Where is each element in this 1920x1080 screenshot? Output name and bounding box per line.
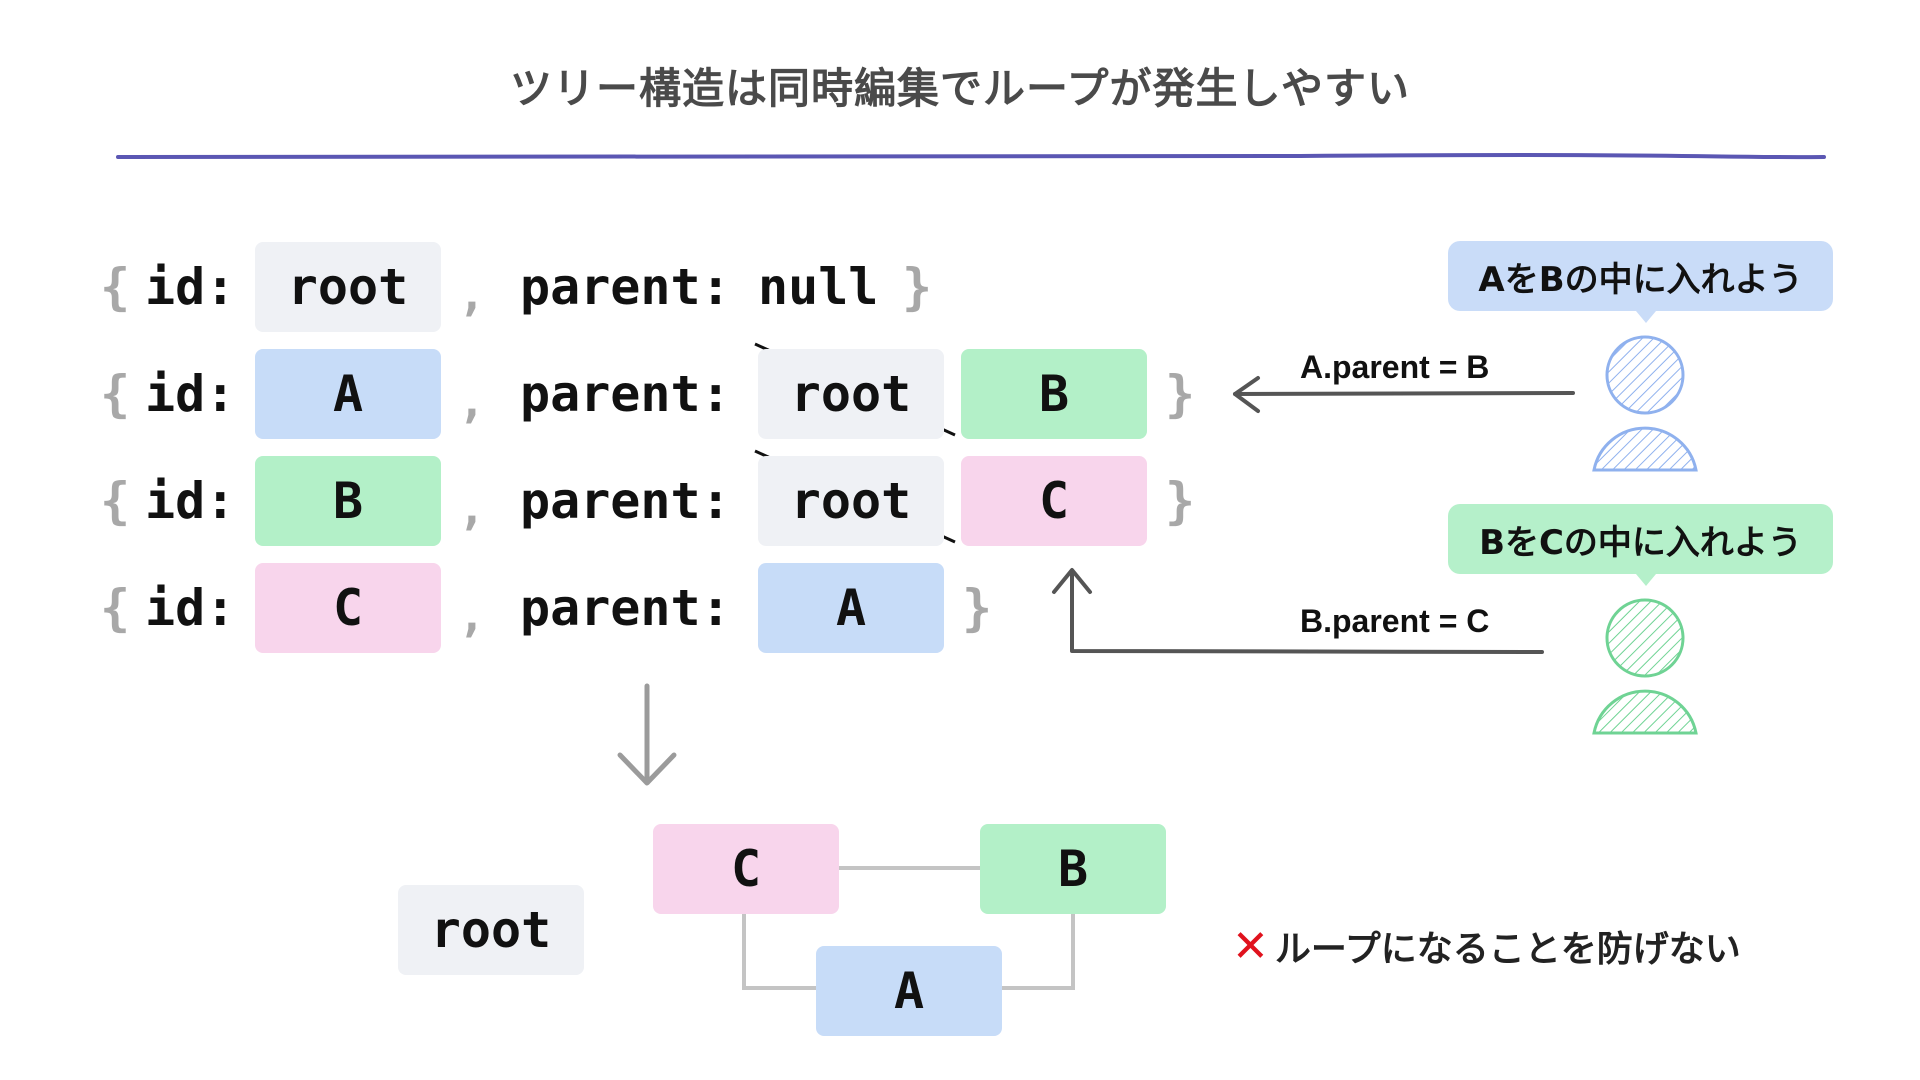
new-parent-chip-c: C [961, 456, 1147, 546]
parent-label: parent: [520, 579, 731, 637]
id-label: id: [145, 579, 236, 637]
close-brace: } [962, 579, 993, 637]
loop-link-c-a [742, 912, 816, 990]
open-brace: { [100, 258, 131, 316]
comma: , [458, 374, 486, 428]
loop-warning-text: ループになることを防げない [1274, 929, 1741, 970]
down-arrow-head [617, 752, 677, 786]
user-b-speech-bubble: BをCの中に入れよう [1448, 504, 1833, 586]
comma: , [458, 481, 486, 535]
result-node-b: B [980, 824, 1166, 914]
open-brace: { [100, 579, 131, 637]
id-chip-a: A [255, 349, 441, 439]
close-brace: } [1165, 365, 1196, 423]
comma: , [458, 267, 486, 321]
open-brace: { [100, 365, 131, 423]
close-brace: } [1165, 472, 1196, 530]
loop-link-b-a [1000, 912, 1075, 990]
parent-value-null: null [758, 258, 879, 316]
page-title: ツリー構造は同時編集でループが発生しやすい [509, 64, 1411, 113]
result-node-a: A [816, 946, 1002, 1036]
result-node-c: C [653, 824, 839, 914]
arrow-user-a [1233, 391, 1575, 396]
parent-label: parent: [520, 365, 731, 423]
user-a-avatar [1592, 335, 1698, 472]
id-label: id: [145, 472, 236, 530]
user-a-speech-bubble: AをBの中に入れよう [1448, 241, 1833, 323]
arrow-user-b-head [1052, 568, 1092, 594]
close-brace: } [902, 258, 933, 316]
arrow-user-b [1070, 570, 1544, 654]
result-node-root: root [398, 885, 584, 975]
cross-icon: ✕ [1232, 921, 1269, 972]
old-parent-chip-root: root [758, 456, 944, 546]
comma: , [458, 588, 486, 642]
id-chip-c: C [255, 563, 441, 653]
new-parent-chip-b: B [961, 349, 1147, 439]
user-a-action-label: A.parent = B [1300, 349, 1490, 385]
loop-warning: ✕ループになることを防げない [1232, 922, 1772, 972]
parent-label: parent: [520, 472, 731, 530]
open-brace: { [100, 472, 131, 530]
old-parent-chip-root: root [758, 349, 944, 439]
title-underline [116, 153, 1826, 160]
id-label: id: [145, 258, 236, 316]
user-b-action-label: B.parent = C [1300, 603, 1490, 639]
parent-chip-a: A [758, 563, 944, 653]
id-chip-root: root [255, 242, 441, 332]
arrow-user-a-head [1233, 376, 1260, 413]
id-label: id: [145, 365, 236, 423]
user-b-avatar [1592, 598, 1698, 735]
parent-label: parent: [520, 258, 731, 316]
id-chip-b: B [255, 456, 441, 546]
